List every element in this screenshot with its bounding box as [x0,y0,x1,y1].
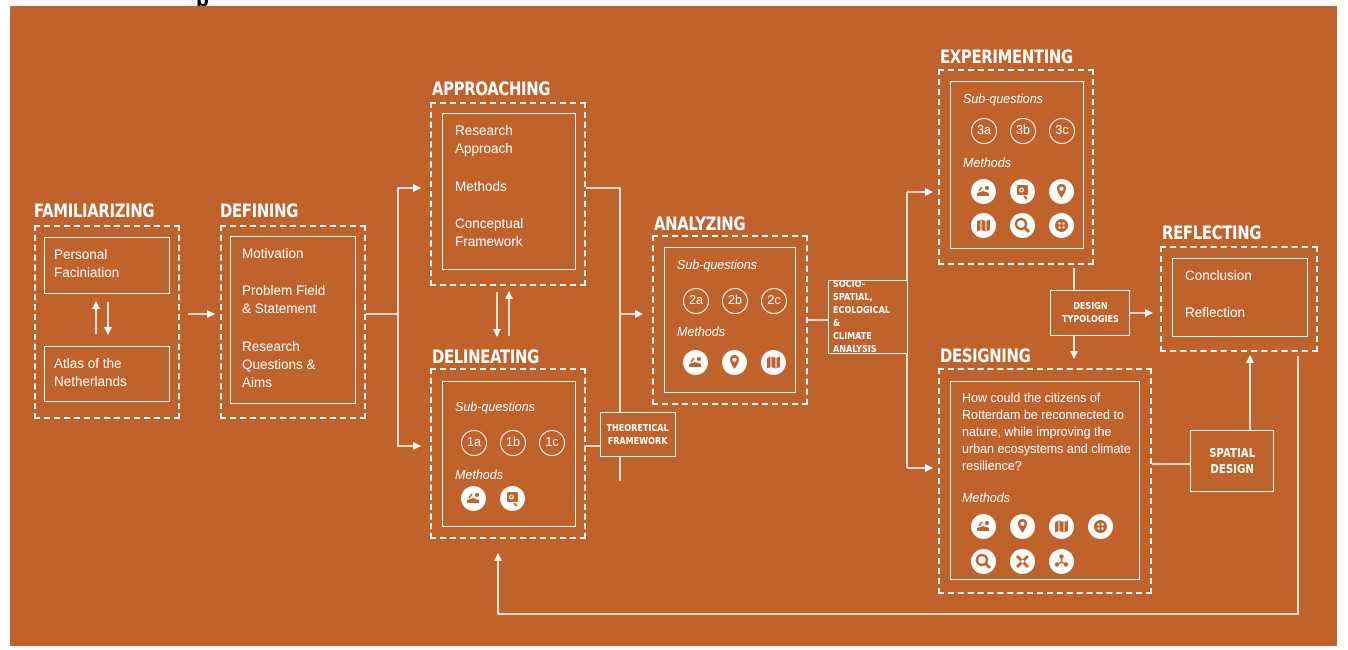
arrow-to-analyzing [586,187,643,318]
methodology-diagram: FAMILIARIZING Personal Faciniation Atlas… [10,6,1337,646]
texture-icon [1088,514,1113,539]
defining-item-research: Research Questions & Aims [242,339,316,390]
reflecting-item-conclusion: Conclusion [1185,268,1252,283]
fieldwork-icon [461,486,486,511]
delineating-box: Sub-questions 1a 1b 1c Methods [442,381,576,527]
fieldwork-icon [683,350,708,375]
reflecting-box: Conclusion Reflection [1172,258,1308,337]
defining-frame [220,225,366,419]
delineating-title: DELINEATING [432,346,539,368]
map-icon [971,213,996,238]
subq-3b: 3b [1010,118,1036,144]
approaching-item-methods: Methods [455,179,507,194]
analysis-label: SOCIO-SPATIAL, ECOLOGICAL & CLIMATE ANAL… [828,279,908,355]
subq-1a: 1a [461,430,487,456]
spatial-design-label: SPATIAL DESIGN [1190,430,1274,492]
designing-methods-label: Methods [962,491,1010,505]
fieldwork-icon [971,179,996,204]
approaching-title: APPROACHING [432,78,551,100]
familiarizing-title: FAMILIARIZING [34,200,155,222]
experimenting-methods-label: Methods [963,156,1011,170]
location-pin-icon [1010,514,1035,539]
subq-3c: 3c [1049,118,1075,144]
defining-box: Motivation Problem Field & Statement Res… [230,236,356,404]
magnifier-icon [1010,213,1035,238]
feedback-loop-arrow [494,356,1299,615]
approaching-item-research-approach: Research Approach [455,123,513,156]
delineating-methods-label: Methods [455,468,503,482]
delineating-frame [430,368,586,539]
map-icon [1049,514,1074,539]
reflecting-title: REFLECTING [1162,222,1262,244]
arrow-to-approaching [366,184,421,315]
designing-frame [938,368,1152,594]
texture-icon [1049,213,1074,238]
interview-icon [1010,179,1035,204]
delineating-subq-label: Sub-questions [455,400,535,414]
analyzing-title: ANALYZING [654,213,746,235]
design-question: How could the citizens of Rotterdam be r… [962,391,1131,473]
subq-3a: 3a [971,118,997,144]
fieldwork-icon [971,514,996,539]
cropped-heading-glyph: p [196,0,220,6]
subq-1c: 1c [539,430,565,456]
analyzing-methods-label: Methods [677,325,725,339]
reflecting-item-reflection: Reflection [1185,305,1246,320]
experimenting-subq-label: Sub-questions [963,92,1043,106]
approaching-frame [430,102,586,286]
experimenting-title: EXPERIMENTING [940,46,1073,68]
analyzing-frame [652,235,808,405]
defining-item-motivation: Motivation [242,246,304,261]
approaching-item-conceptual-framework: Conceptual Framework [455,216,524,249]
subq-2a: 2a [683,288,709,314]
arrow-to-delineating [397,314,421,450]
reflecting-frame [1160,246,1318,352]
theoretical-framework-label: THEORETICAL FRAMEWORK [600,412,676,457]
familiarizing-frame [34,225,180,419]
atlas-box: Atlas of the Netherlands [44,346,170,402]
interview-icon [500,486,525,511]
magnifier-icon [971,549,996,574]
design-typologies-label: DESIGN TYPOLOGIES [1050,290,1130,336]
top-strip: p [0,0,1348,6]
atlas-label: Atlas of the Netherlands [54,356,127,389]
personal-fascination-box: Personal Faciniation [44,237,170,294]
location-pin-icon [1049,179,1074,204]
network-icon [1049,549,1074,574]
experimenting-frame [938,69,1094,265]
location-pin-icon [722,350,747,375]
designing-title: DESIGNING [940,345,1031,367]
subq-1b: 1b [500,430,526,456]
personal-fascination-label: Personal Faciniation [54,247,120,280]
analyzing-box: Sub-questions 2a 2b 2c Methods [664,247,796,393]
defining-title: DEFINING [220,200,299,222]
experimenting-box: Sub-questions 3a 3b 3c Methods [950,81,1084,249]
designing-box: How could the citizens of Rotterdam be r… [950,381,1140,580]
map-icon [761,350,786,375]
approaching-box: Research Approach Methods Conceptual Fra… [442,113,576,270]
subq-2c: 2c [761,288,787,314]
defining-item-problem: Problem Field & Statement [242,283,326,316]
tools-icon [1010,549,1035,574]
analyzing-subq-label: Sub-questions [677,258,757,272]
subq-2b: 2b [722,288,748,314]
